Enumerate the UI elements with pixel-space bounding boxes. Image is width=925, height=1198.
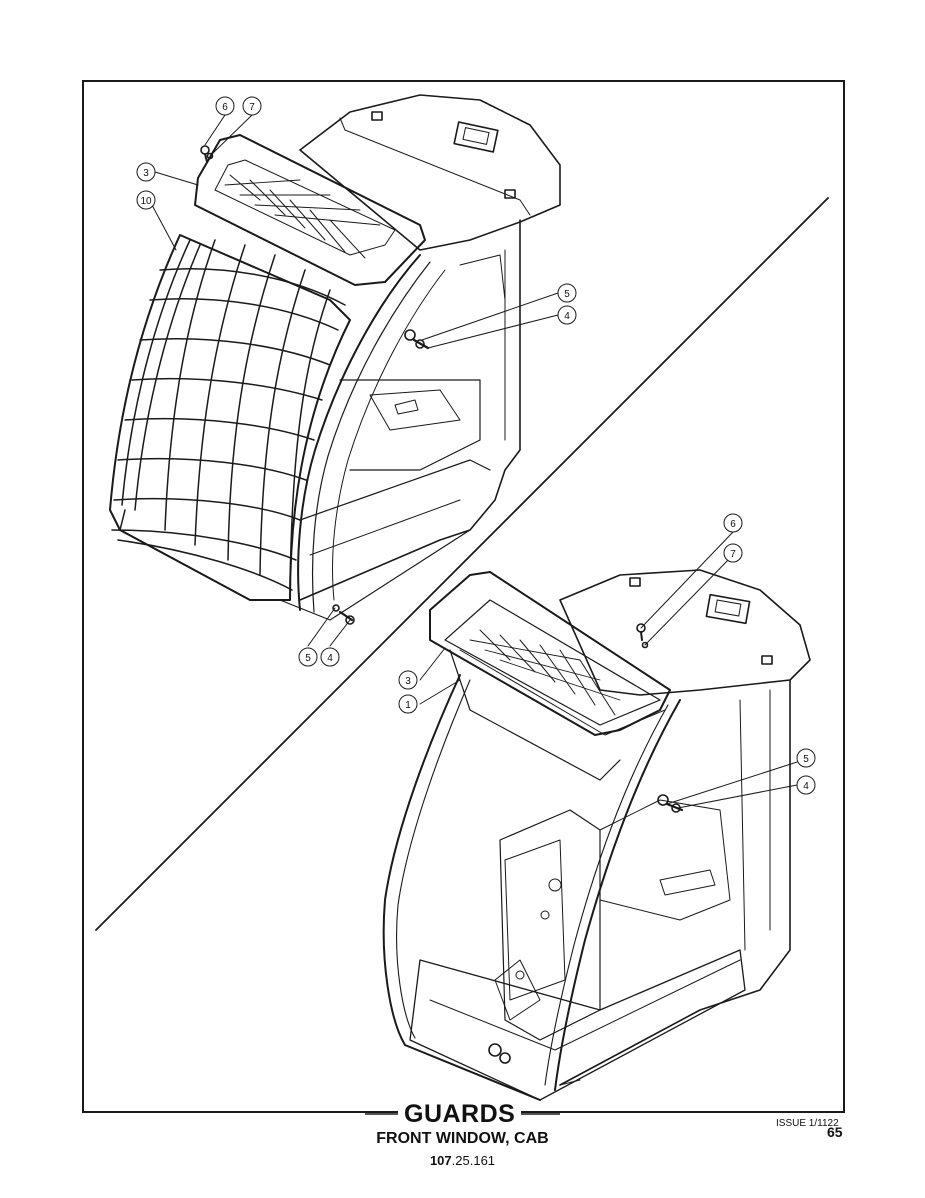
callout-number: 5 [305,653,311,664]
callout-number: 1 [405,700,411,711]
callout-balloon [242,96,262,116]
reference-number: 107.25.161 [0,1153,925,1168]
reference-prefix: 107 [429,1153,452,1168]
callout-balloon [398,694,418,714]
view-separator-line [95,197,829,931]
title-row: GUARDS [0,1096,925,1132]
callout-balloons [136,96,816,795]
grille-guard-10 [109,234,351,601]
callout-balloon [723,543,743,563]
callout-balloon [557,283,577,303]
callout-number: 7 [249,102,255,113]
page-number: 65 [827,1124,843,1140]
callout-number: 7 [730,549,736,560]
lower-cab-view [382,569,811,1101]
callout-number: 5 [803,754,809,765]
mesh-panel-3-upper [194,134,426,286]
callout-balloon [215,96,235,116]
callout-balloon [796,748,816,768]
issue-label: ISSUE 1/1122 [776,1118,839,1129]
callout-balloon [723,513,743,533]
callout-number: 3 [143,168,149,179]
callout-balloon [298,647,318,667]
page-subtitle: FRONT WINDOW, CAB [376,1130,549,1147]
callout-number: 10 [140,196,152,207]
callout-balloon [398,670,418,690]
callout-number: 3 [405,676,411,687]
callout-number: 4 [803,781,809,792]
callout-balloon [796,775,816,795]
page-title: GUARDS [398,1100,522,1129]
callout-number: 6 [222,102,228,113]
callouts [151,114,798,809]
reference-suffix: .25.161 [451,1153,496,1168]
callout-number: 4 [564,311,570,322]
mesh-panel-3-lower [429,571,671,781]
upper-cab-view [279,94,561,625]
callout-number: 6 [730,519,736,530]
callout-balloon [136,190,156,210]
callout-balloon [320,647,340,667]
callout-balloon [557,305,577,325]
callout-number: 5 [564,289,570,300]
callout-balloon [136,162,156,182]
callout-number: 4 [327,653,333,664]
